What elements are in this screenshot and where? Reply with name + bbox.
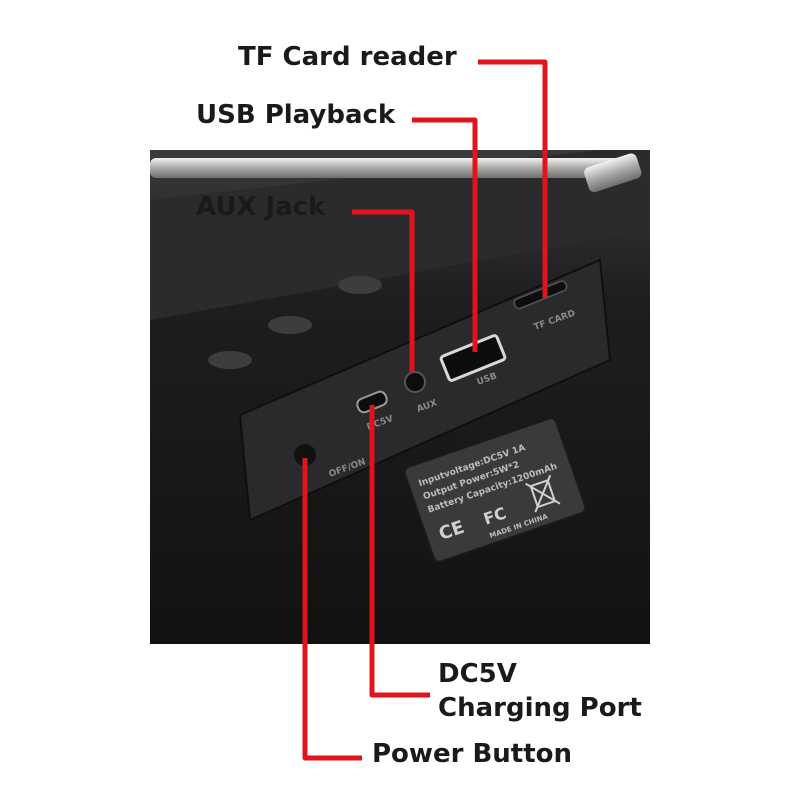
tf-card-slot[interactable] — [513, 280, 568, 310]
side-button — [268, 316, 312, 334]
speaker-top-edge — [150, 150, 650, 320]
callout-aux-jack: AUX Jack — [196, 192, 326, 222]
leader-dc5v — [369, 405, 430, 698]
leader-lines — [302, 59, 548, 761]
leader-tf-card — [478, 59, 548, 298]
usb-port[interactable] — [439, 334, 507, 382]
antenna-tip — [584, 153, 642, 193]
callout-power-button: Power Button — [372, 739, 573, 769]
side-button — [208, 351, 252, 369]
rating-label-plate — [403, 417, 587, 563]
callout-dc5v-line2: Charging Port — [438, 693, 642, 723]
leader-aux — [352, 209, 415, 372]
callout-usb-playback: USB Playback — [196, 100, 396, 130]
weee-bin-icon — [525, 474, 561, 513]
power-button[interactable] — [294, 444, 316, 466]
port-panel — [238, 258, 612, 522]
callout-tf-card: TF Card reader — [238, 42, 457, 72]
dc5v-port[interactable] — [355, 390, 388, 414]
leader-power — [302, 458, 362, 761]
callout-dc5v-line1: DC5V — [438, 659, 517, 689]
side-button — [338, 276, 382, 294]
aux-jack[interactable] — [404, 371, 426, 393]
antenna — [150, 158, 620, 178]
leader-usb — [412, 117, 478, 352]
